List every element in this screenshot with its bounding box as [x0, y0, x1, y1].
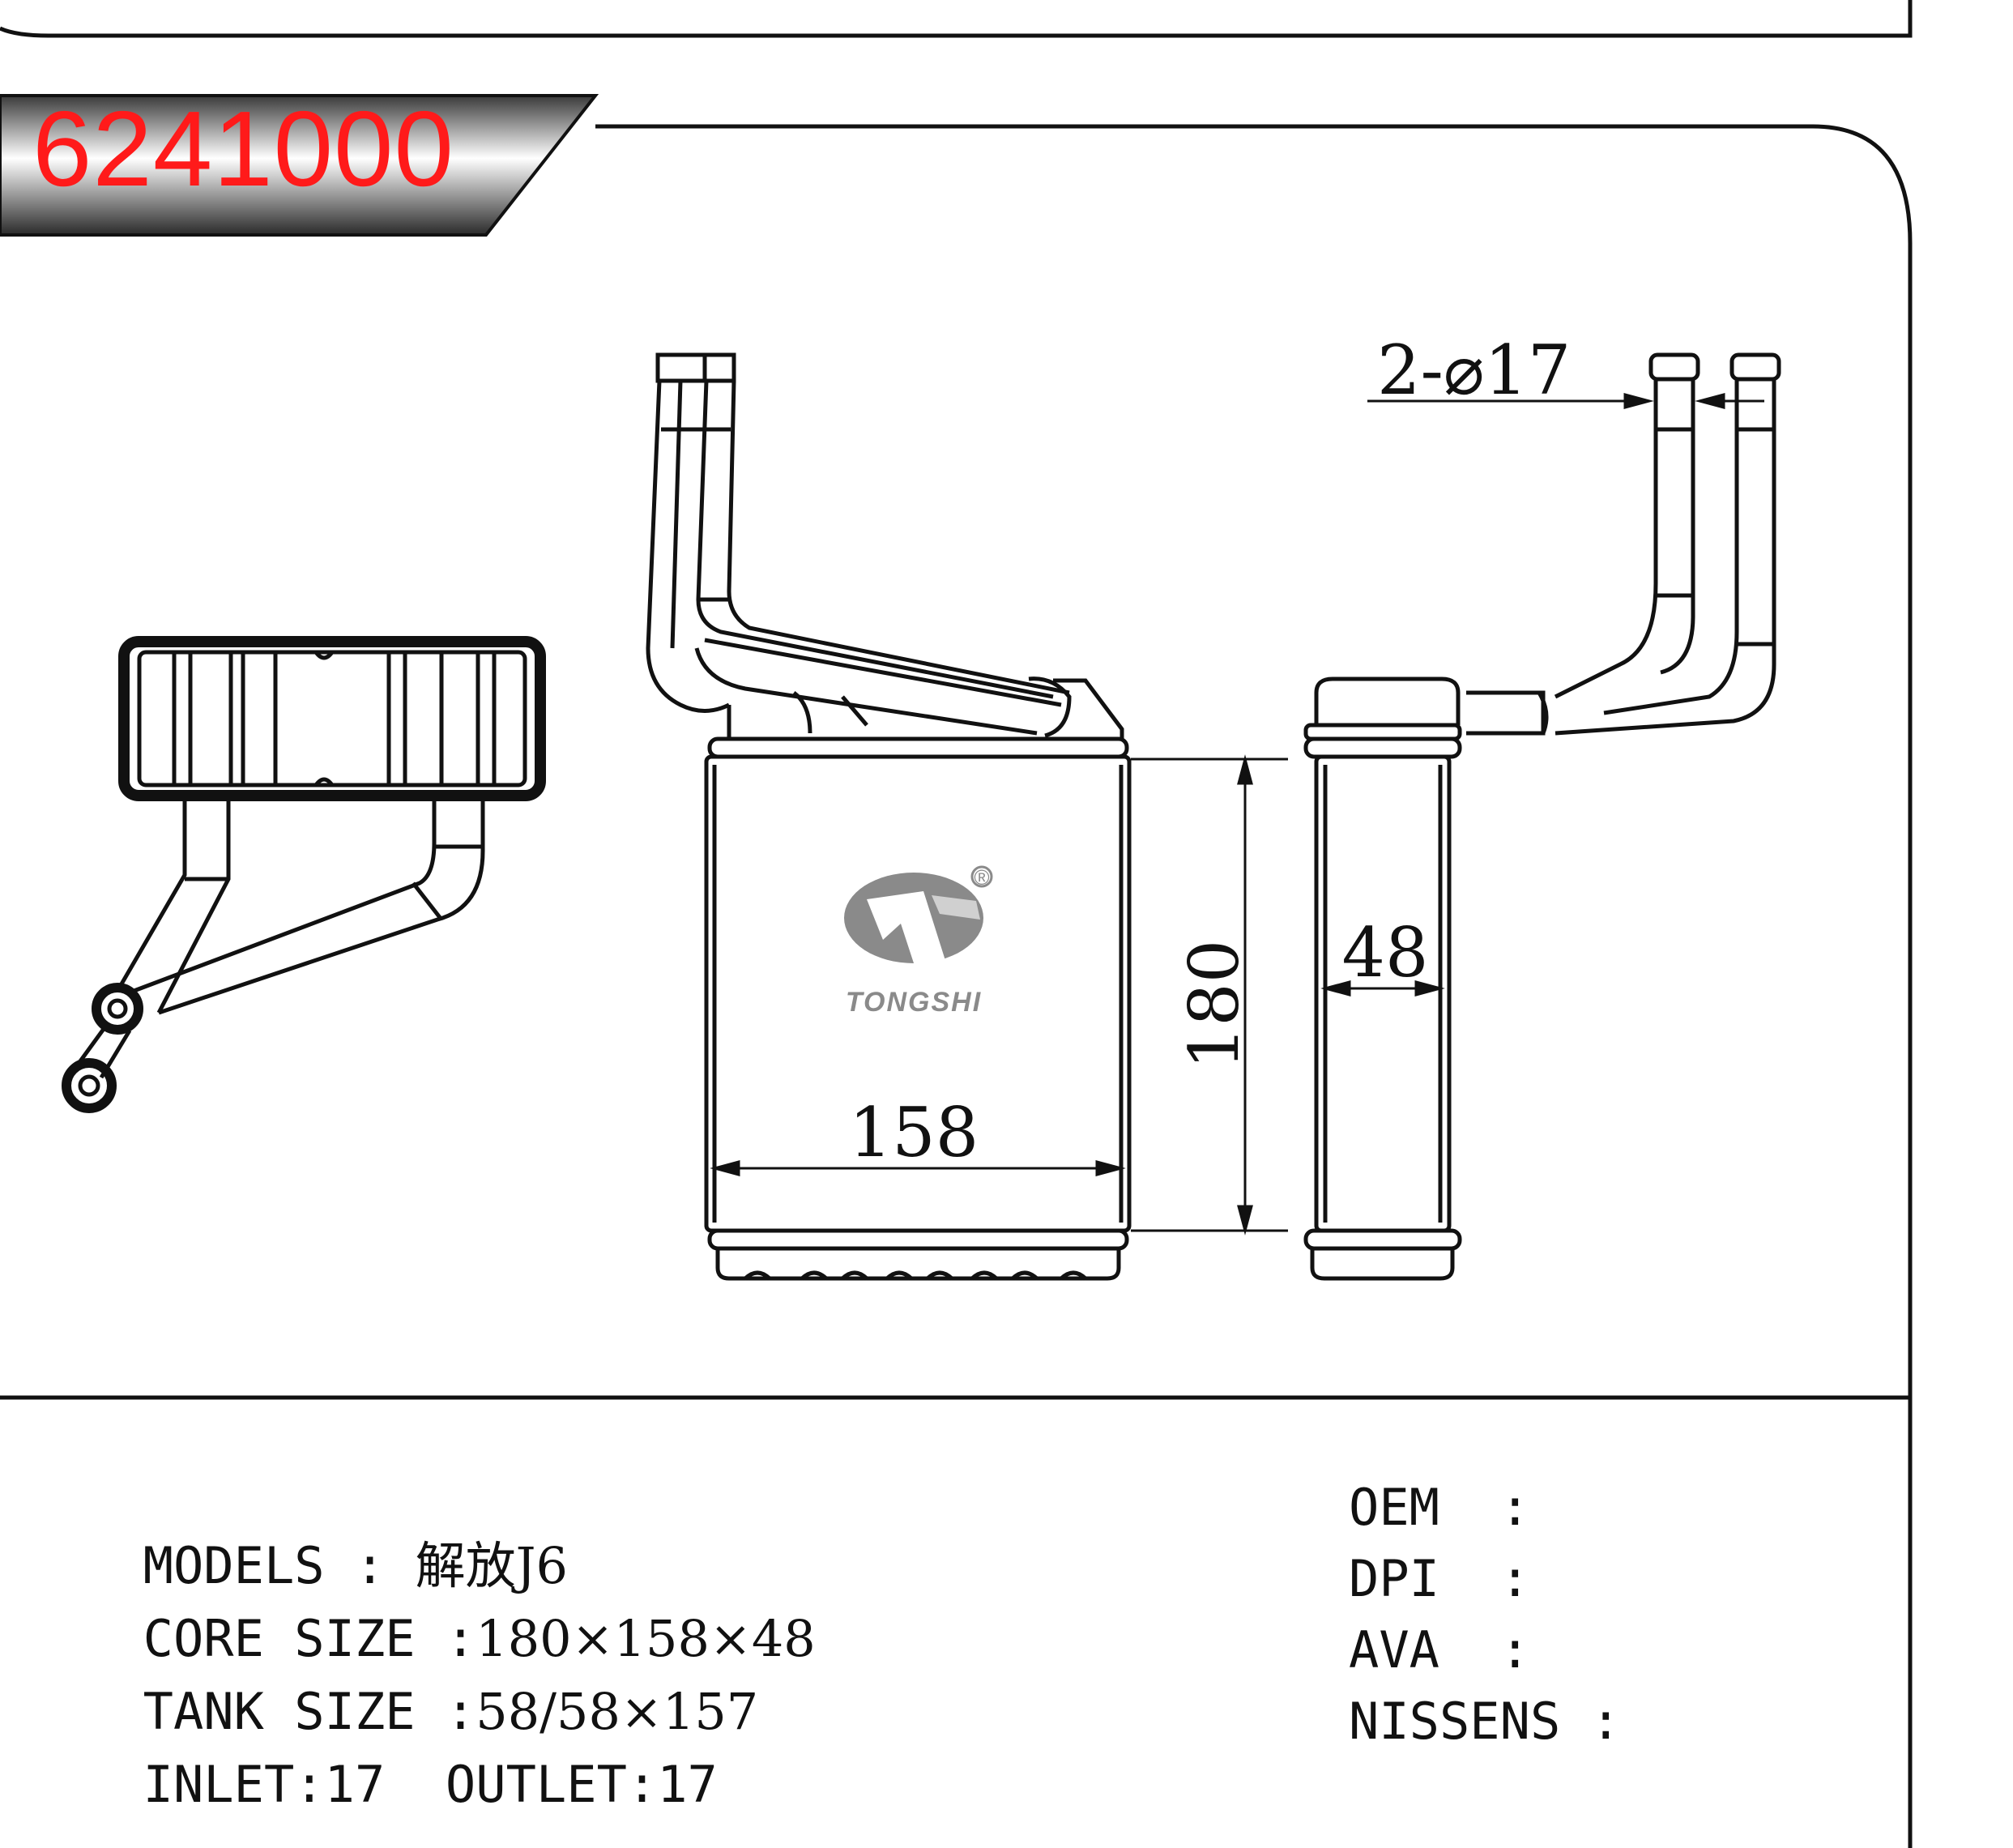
spec-nissens: NISSENS : — [1349, 1692, 1621, 1751]
spec-oem: OEM : — [1349, 1478, 1530, 1537]
spec-core-size-value: 180×158×48 — [476, 1609, 816, 1668]
spec-tank-size-label: TANK SIZE : — [143, 1682, 476, 1741]
spec-tank-size: TANK SIZE :58/58×157 — [83, 1637, 759, 1737]
registered-mark: ® — [974, 865, 989, 890]
spec-outlet-value: 17 — [657, 1755, 718, 1814]
side-view — [1303, 352, 1781, 1281]
spec-inlet-outlet: INLET:17 OUTLET:17 — [83, 1709, 718, 1810]
part-number-banner — [0, 94, 599, 237]
part-number: 6241000 — [32, 89, 454, 208]
tube-diameter-callout: 2-⌀17 — [1377, 331, 1571, 410]
height-dimension-label: 180 — [1175, 940, 1254, 1069]
spec-models-label: MODELS : — [143, 1536, 416, 1595]
spec-core-size-label: CORE SIZE : — [143, 1609, 476, 1668]
spec-inlet-value: 17 — [324, 1755, 386, 1814]
spec-core-size: CORE SIZE :180×158×48 — [83, 1564, 816, 1664]
width-dimension-label: 158 — [849, 1093, 979, 1172]
spec-ava: AVA : — [1349, 1620, 1530, 1679]
spec-outlet-label: OUTLET: — [385, 1755, 658, 1814]
top-view — [62, 636, 546, 1113]
sheet-frame — [0, 0, 1913, 1848]
front-view — [646, 352, 1132, 1281]
tongshi-logo — [844, 865, 993, 968]
spec-models-value: 解放J6 — [415, 1536, 568, 1595]
spec-inlet-label: INLET: — [143, 1755, 325, 1814]
dimension-lines-front — [710, 754, 1288, 1236]
dimension-lines-side — [1320, 393, 1764, 997]
spec-dpi: DPI : — [1349, 1549, 1530, 1608]
brand-logo-text: TONGSHI — [846, 987, 982, 1018]
spec-models: MODELS : 解放J6 — [83, 1491, 568, 1591]
depth-dimension-label: 48 — [1342, 913, 1429, 992]
spec-tank-size-value: 58/58×157 — [476, 1682, 759, 1741]
